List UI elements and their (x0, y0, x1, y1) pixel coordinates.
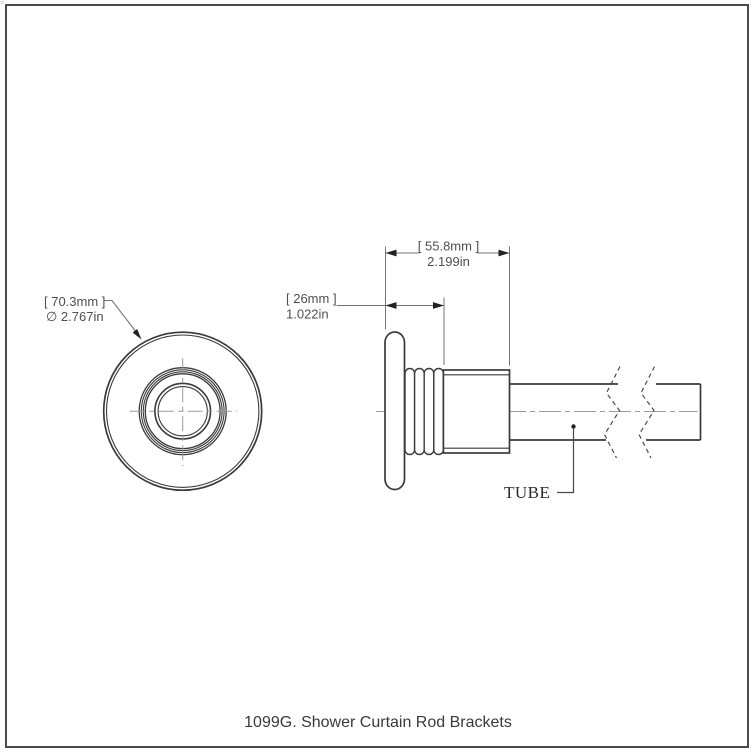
collar-profile (442, 369, 511, 454)
drawing-border (5, 4, 749, 748)
tube-break-lines (603, 366, 656, 459)
front-view (102, 331, 263, 492)
corner-mark (0, 0, 5, 5)
dimension-diameter: [ 70.3mm ] ∅ 2.767in (44, 294, 142, 340)
offset-dim-arrow-right (433, 302, 444, 309)
overall-dim-arrow-left (385, 249, 397, 257)
drawing-caption: 1099G. Shower Curtain Rod Brackets (244, 714, 512, 731)
dimension-flange-offset: [ 26mm ] 1.022in (286, 291, 445, 365)
overall-length-label-in: 2.199in (427, 254, 470, 269)
dimension-overall-length: [ 55.8mm ] 2.199in (385, 239, 510, 366)
break-line-right (638, 366, 656, 459)
flange-offset-label-in: 1.022in (286, 307, 329, 322)
rib (423, 367, 435, 456)
tube-callout: TUBE (504, 424, 576, 502)
tube-label: TUBE (504, 483, 550, 502)
diameter-label-mm: [ 70.3mm ] (44, 294, 105, 309)
overall-dim-arrow-right (498, 249, 510, 257)
rib (413, 367, 425, 456)
side-view (376, 331, 702, 491)
flange-offset-label-mm: [ 26mm ] (286, 291, 337, 306)
diameter-leader-line (103, 299, 137, 333)
diameter-leader-arrow (132, 329, 142, 340)
offset-dim-arrow-left (385, 302, 397, 309)
tube-profile (509, 383, 702, 441)
flange-inner-circle (105, 334, 260, 488)
diameter-label-in: ∅ 2.767in (46, 309, 104, 324)
tube-leader-dot (571, 424, 576, 429)
rib (433, 367, 445, 456)
flange-outer-circle (102, 331, 263, 492)
overall-length-label-mm: [ 55.8mm ] (418, 239, 479, 254)
rib (404, 367, 416, 456)
break-line-left (603, 366, 621, 459)
rib-section (404, 367, 445, 456)
front-view-centerlines (128, 357, 237, 466)
flange-profile (384, 331, 406, 491)
tube-leader-line (557, 427, 575, 494)
